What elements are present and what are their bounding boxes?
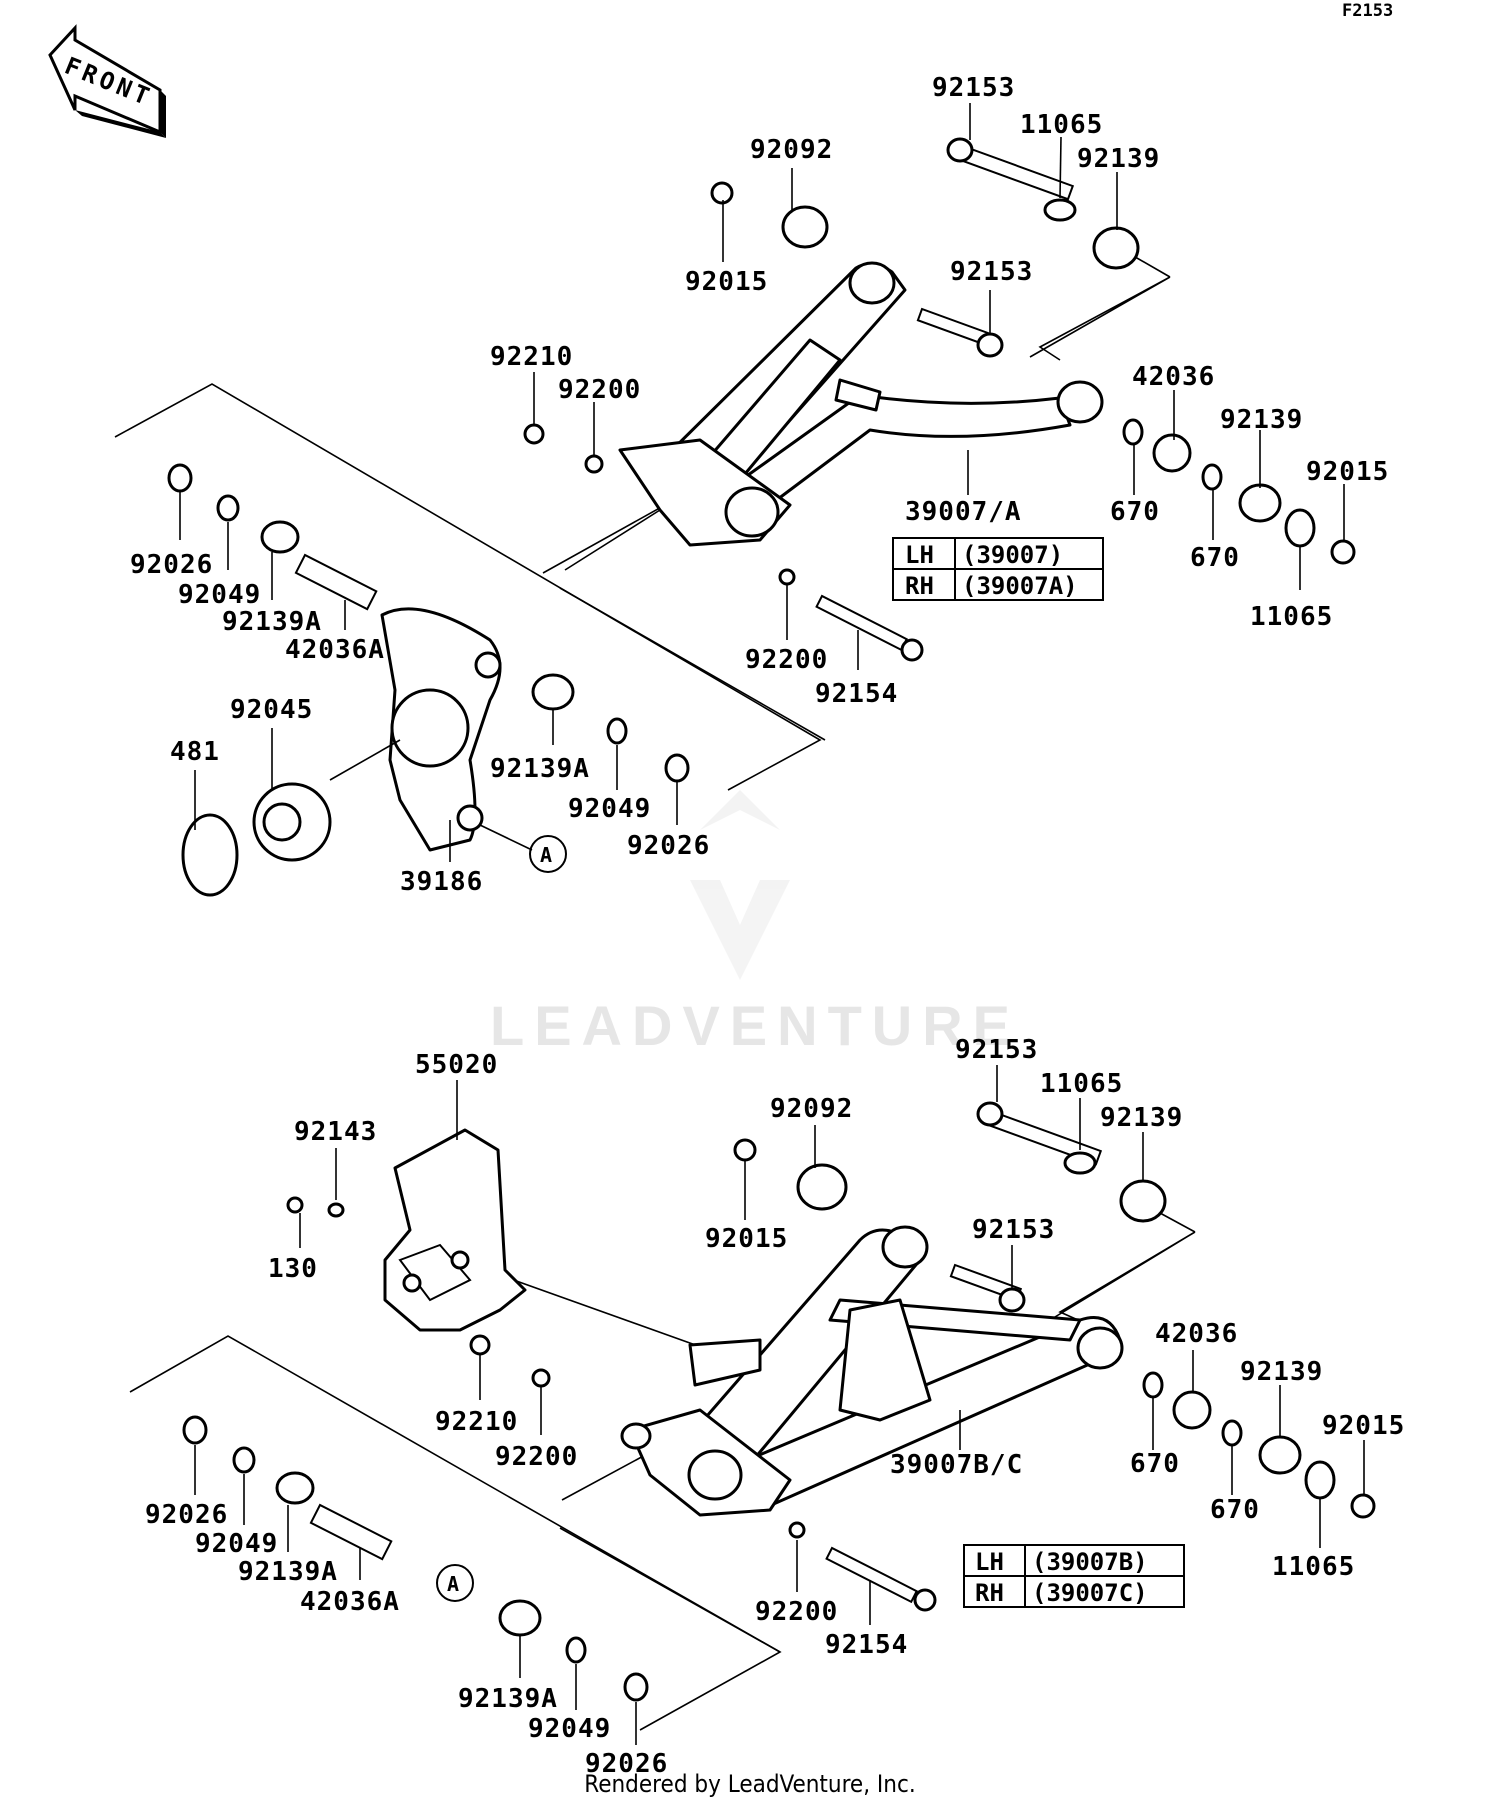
part-label[interactable]: 11065 bbox=[1272, 1552, 1355, 1582]
part-label[interactable]: 92210 bbox=[490, 342, 573, 372]
part-label[interactable]: 42036A bbox=[300, 1587, 400, 1617]
part-label[interactable]: 92049 bbox=[195, 1529, 278, 1559]
part-label[interactable]: 92200 bbox=[495, 1442, 578, 1472]
table-lower-lh: LH bbox=[975, 1548, 1004, 1576]
watermark-text: LEADVENTURE bbox=[490, 994, 1020, 1057]
table-upper-lh-part: (39007) bbox=[962, 541, 1063, 569]
ref-a-label: A bbox=[540, 843, 552, 867]
part-label[interactable]: 92153 bbox=[950, 257, 1033, 287]
part-label[interactable]: 92153 bbox=[955, 1035, 1038, 1065]
part-label[interactable]: 670 bbox=[1210, 1495, 1260, 1525]
part-label[interactable]: 92049 bbox=[568, 794, 651, 824]
part-label[interactable]: 92049 bbox=[528, 1714, 611, 1744]
part-label[interactable]: 92200 bbox=[558, 375, 641, 405]
part-label[interactable]: 92092 bbox=[770, 1094, 853, 1124]
part-label[interactable]: 92153 bbox=[932, 73, 1015, 103]
part-label[interactable]: 670 bbox=[1110, 497, 1160, 527]
skid-plate-55020 bbox=[383, 1128, 527, 1332]
part-label[interactable]: 130 bbox=[268, 1254, 318, 1284]
ref-a-upper bbox=[529, 835, 567, 873]
table-upper-lh: LH bbox=[905, 541, 934, 569]
part-label[interactable]: 92154 bbox=[815, 679, 898, 709]
part-label[interactable]: 670 bbox=[1130, 1449, 1180, 1479]
circlip-481 bbox=[181, 813, 239, 897]
table-lower-rh: RH bbox=[975, 1579, 1004, 1607]
part-label[interactable]: 42036 bbox=[1132, 362, 1215, 392]
part-label[interactable]: 11065 bbox=[1040, 1069, 1123, 1099]
part-label[interactable]: 92026 bbox=[145, 1500, 228, 1530]
part-label[interactable]: 92139 bbox=[1100, 1103, 1183, 1133]
ref-a-label-lower: A bbox=[447, 1572, 459, 1596]
part-label[interactable]: 92139A bbox=[490, 754, 590, 784]
part-label[interactable]: 92026 bbox=[130, 550, 213, 580]
part-label[interactable]: 92026 bbox=[585, 1749, 668, 1779]
part-label[interactable]: 92026 bbox=[627, 831, 710, 861]
part-label[interactable]: 92139 bbox=[1220, 405, 1303, 435]
part-label[interactable]: 42036A bbox=[285, 635, 385, 665]
bolt-92153-lower bbox=[976, 1101, 1103, 1166]
part-label[interactable]: 92139 bbox=[1077, 144, 1160, 174]
ref-a-lower bbox=[436, 1564, 474, 1602]
part-labels: 92153 11065 92139 92092 92015 92153 9221… bbox=[130, 73, 1405, 1779]
part-label[interactable]: 92045 bbox=[230, 695, 313, 725]
part-label[interactable]: 92200 bbox=[755, 1597, 838, 1627]
table-lower-lh-part: (39007B) bbox=[1032, 1548, 1148, 1576]
part-label[interactable]: 92015 bbox=[705, 1224, 788, 1254]
side-table-lower: LH (39007B) RH (39007C) bbox=[963, 1544, 1185, 1608]
figure-reference: F2153 bbox=[1342, 1, 1393, 21]
credit-line: Rendered by LeadVenture, Inc. bbox=[584, 1770, 916, 1798]
part-label[interactable]: 11065 bbox=[1250, 602, 1333, 632]
part-label[interactable]: 42036 bbox=[1155, 1319, 1238, 1349]
part-label[interactable]: 92092 bbox=[750, 135, 833, 165]
part-label[interactable]: 39007B/C bbox=[890, 1450, 1023, 1480]
part-label[interactable]: 92049 bbox=[178, 580, 261, 610]
part-label[interactable]: 92200 bbox=[745, 645, 828, 675]
watermark-logo-icon bbox=[690, 790, 790, 980]
part-label[interactable]: 92139A bbox=[458, 1684, 558, 1714]
table-upper-rh-part: (39007A) bbox=[962, 572, 1078, 600]
bolt-92153-upper bbox=[946, 137, 1075, 201]
part-label[interactable]: 92139 bbox=[1240, 1357, 1323, 1387]
part-label[interactable]: 92015 bbox=[1306, 457, 1389, 487]
part-label[interactable]: 55020 bbox=[415, 1050, 498, 1080]
part-label[interactable]: 39007/A bbox=[905, 497, 1022, 527]
part-label[interactable]: 92139A bbox=[222, 607, 322, 637]
part-label[interactable]: 92015 bbox=[1322, 1411, 1405, 1441]
lower-assembly: A LH bbox=[129, 1065, 1376, 1745]
washer-11065 bbox=[1043, 198, 1077, 222]
part-label[interactable]: 92153 bbox=[972, 1215, 1055, 1245]
front-arrow-icon: FRONT bbox=[48, 24, 166, 138]
part-label[interactable]: 39186 bbox=[400, 867, 483, 897]
part-label[interactable]: 92139A bbox=[238, 1557, 338, 1587]
table-upper-rh: RH bbox=[905, 572, 934, 600]
table-lower-rh-part: (39007C) bbox=[1032, 1579, 1148, 1607]
part-label[interactable]: 11065 bbox=[1020, 110, 1103, 140]
part-label[interactable]: 92154 bbox=[825, 1630, 908, 1660]
part-label[interactable]: 481 bbox=[170, 737, 220, 767]
upper-assembly: A LH bbox=[114, 103, 1356, 897]
part-label[interactable]: 670 bbox=[1190, 543, 1240, 573]
side-table-upper: LH (39007) RH (39007A) bbox=[892, 537, 1104, 601]
part-label[interactable]: 92015 bbox=[685, 267, 768, 297]
part-label[interactable]: 92143 bbox=[294, 1117, 377, 1147]
part-label[interactable]: 92210 bbox=[435, 1407, 518, 1437]
